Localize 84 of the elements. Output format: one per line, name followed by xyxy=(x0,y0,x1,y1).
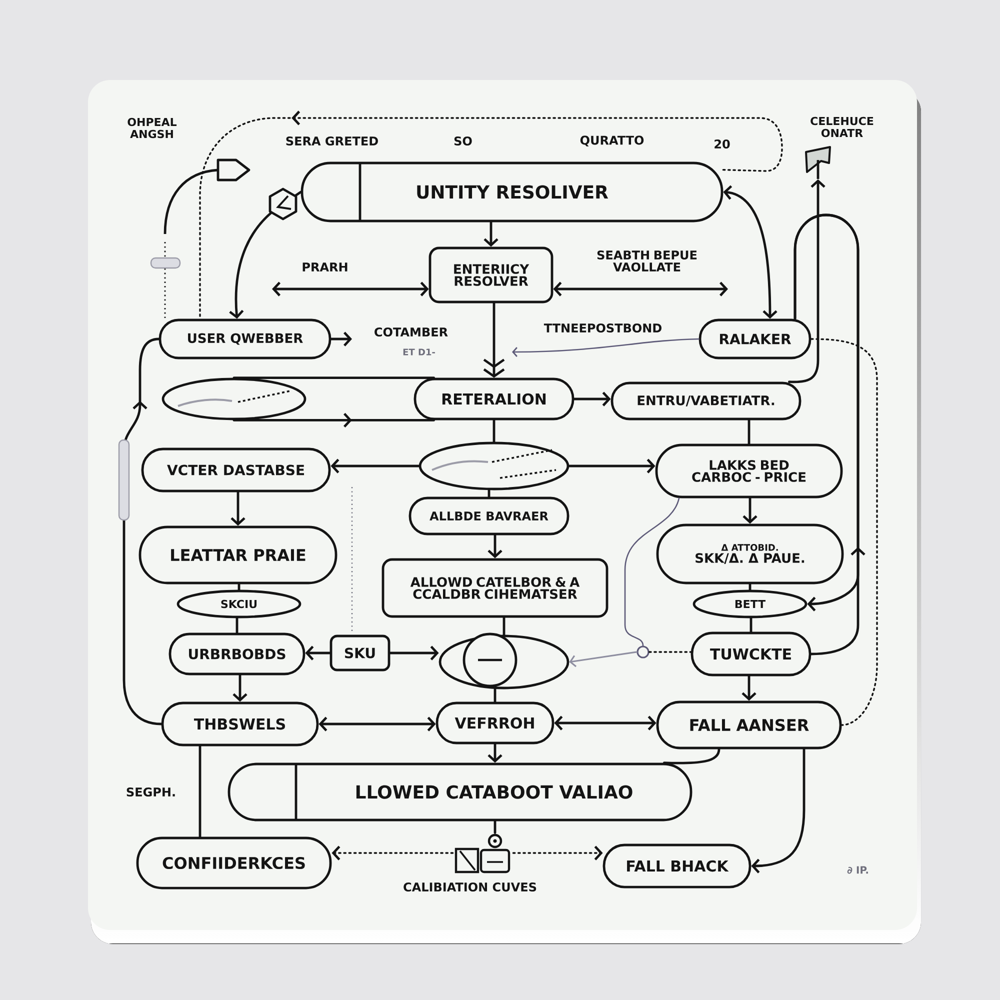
arrow xyxy=(512,338,700,357)
arrow xyxy=(318,716,436,732)
arrow xyxy=(488,743,502,763)
pill-node: TUWCKTE xyxy=(690,632,812,676)
arrow xyxy=(554,716,656,730)
arrow xyxy=(573,392,611,406)
annotation-text: SEABTH BEPUE VAOLLATE xyxy=(597,250,697,272)
annotation-text: OHPEAL ANGSH xyxy=(128,118,177,138)
arrow xyxy=(483,302,505,378)
pill-node: THBSWELS xyxy=(161,702,319,746)
connector-line xyxy=(238,583,240,591)
arrow xyxy=(330,332,352,346)
annotation-text: ∂ IP. xyxy=(847,866,868,874)
arrow xyxy=(788,179,826,384)
arrow xyxy=(330,458,420,474)
connector-line xyxy=(748,419,750,445)
ellipse-shape xyxy=(162,378,306,420)
pill-node: USER QWEBBER xyxy=(158,318,332,360)
arrow xyxy=(232,674,248,702)
oval-node: BETT xyxy=(692,590,808,618)
annotation-text: 20 xyxy=(714,139,730,149)
arrow xyxy=(723,185,778,319)
pill-node: Δ ATTOBID. SKK/Δ. Δ PAUE. xyxy=(656,524,844,584)
arrow xyxy=(569,651,638,668)
connector-line xyxy=(232,376,435,379)
annotation-text: SERA GRETED xyxy=(286,136,378,146)
process-box: SKU xyxy=(330,634,390,672)
pill-node: LEATTAR PRAIE xyxy=(138,526,338,584)
dotted-line xyxy=(648,651,692,653)
annotation-text: TTNEEPOSTBOND xyxy=(544,323,662,333)
annotation-text: COTAMBER xyxy=(374,327,448,337)
annotation-text: SO xyxy=(454,136,472,146)
arrow xyxy=(742,675,756,701)
connector-line xyxy=(488,489,490,498)
connector-line xyxy=(750,617,752,633)
dotted-arrow xyxy=(512,846,603,860)
pill-node: VCTER DASTABSE xyxy=(141,448,331,492)
arrow xyxy=(230,491,246,526)
arrow xyxy=(751,748,806,874)
arrow xyxy=(553,282,728,296)
pill-node: FALL AANSER xyxy=(656,700,842,750)
caption-text: CALIBIATION CUVES xyxy=(404,882,536,892)
pill-node: ENTRU/VABETIATR. xyxy=(610,382,802,420)
pill-node: LAKKS BED CARBOC - PRICE xyxy=(655,444,843,498)
arrow xyxy=(568,458,656,474)
annotation-text: QURATTO xyxy=(580,136,644,146)
ellipse-shape xyxy=(418,442,570,490)
connector-line xyxy=(502,616,506,636)
pill-node: FALL BHACK xyxy=(602,844,752,888)
arrow xyxy=(488,534,502,558)
connector-line xyxy=(494,820,496,834)
process-box: ENTERIICY RESOLVER xyxy=(428,246,554,304)
oval-node: SKCIU xyxy=(176,590,302,618)
arrow xyxy=(742,497,758,524)
connector-line xyxy=(624,498,680,646)
arrow xyxy=(484,221,498,247)
connector-line xyxy=(198,745,202,838)
annotation-text: ET D1- xyxy=(403,348,435,356)
arrow xyxy=(305,646,331,660)
annotation-text: PRARH xyxy=(302,262,348,272)
arrow xyxy=(389,646,439,660)
arrow xyxy=(229,190,302,319)
pill-node: ALLBDE BAVRAER xyxy=(408,496,570,536)
circle-marker xyxy=(636,646,650,658)
pill-node: RETERALION xyxy=(414,378,574,420)
annotation-text: SEGPH. xyxy=(126,787,175,797)
ellipse-shape xyxy=(438,632,570,690)
caption-text: CELEHUCE ONATR xyxy=(810,116,874,138)
dotted-arrow xyxy=(332,846,454,860)
pill-node: URBRBOBDS xyxy=(168,632,306,676)
process-box: ALLOWD CATELBOR & A CCALDBR CIHEMATSER xyxy=(382,558,608,618)
flag-icon xyxy=(805,146,832,179)
pill-node: RALAKER xyxy=(698,318,812,360)
banner-box: UNTITY RESOLIVER xyxy=(300,162,724,222)
arrow xyxy=(272,282,429,296)
dotted-line xyxy=(810,338,878,726)
pill-node: VEFRROH xyxy=(436,702,554,744)
connector-line xyxy=(494,688,496,703)
connector-line xyxy=(236,617,238,634)
connector-line xyxy=(748,583,752,591)
pill-node: CONFIIDERKCES xyxy=(136,836,332,890)
connector-line xyxy=(492,419,496,443)
calibration-icon xyxy=(454,834,510,874)
banner-box: LLOWED CATABOOT VALIAO xyxy=(228,762,692,822)
